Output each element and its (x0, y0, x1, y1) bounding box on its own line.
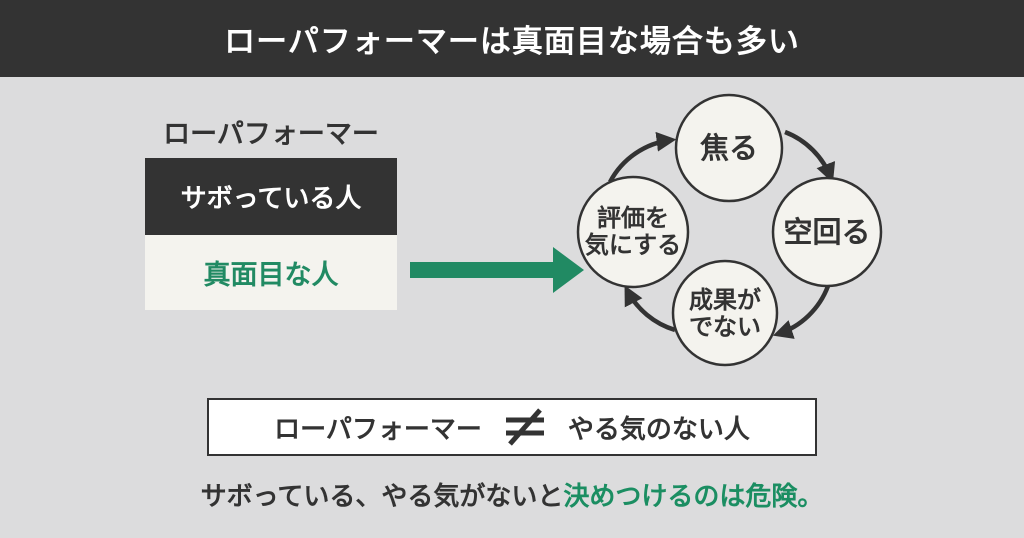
equation-right-term: やる気のない人 (567, 413, 750, 444)
low-performer-box: サボっている人 真面目な人 (145, 158, 397, 310)
slacker-segment: サボっている人 (145, 158, 397, 235)
flow-right-arrow-icon (410, 247, 584, 293)
cycle-arc-bottom-to-left (624, 285, 676, 333)
cycle-label-worry-evaluation-line2: 気にする (585, 231, 681, 259)
equation-left-term: ローパフォーマー (274, 413, 482, 444)
cycle-node-worry-evaluation (576, 175, 690, 289)
cycle-arc-top-to-right (784, 129, 836, 184)
footer-note: サボっている、やる気がないと決めつけるのは危険。 (0, 476, 1024, 513)
footer-plain-text: サボっている、やる気がないと (200, 481, 564, 511)
serious-person-segment: 真面目な人 (145, 235, 397, 310)
cycle-node-no-results (671, 259, 779, 367)
cycle-label-worry-evaluation-line1: 評価を (597, 204, 669, 232)
cycle-node-impatient (674, 93, 784, 203)
cycle-node-spinning-wheels (771, 176, 883, 288)
not-equal-icon (505, 408, 544, 446)
low-performer-label: ローパフォーマー (163, 119, 379, 149)
cycle-label-no-results-line2: でない (689, 314, 761, 341)
cycle-label-no-results-line1: 成果が (689, 286, 761, 314)
cycle-arc-left-to-top (608, 131, 677, 184)
equation-box: ローパフォーマー やる気のない人 (207, 398, 817, 456)
cycle-label-spinning-wheels: 空回る (783, 215, 870, 249)
footer-highlight-text: 決めつけるのは危険。 (563, 481, 824, 511)
cycle-label-impatient: 焦る (700, 131, 758, 165)
title-bar: ローパフォーマーは真面目な場合も多い (0, 0, 1024, 77)
page-title: ローパフォーマーは真面目な場合も多い (224, 24, 800, 59)
cycle-arc-right-to-bottom (772, 285, 831, 339)
